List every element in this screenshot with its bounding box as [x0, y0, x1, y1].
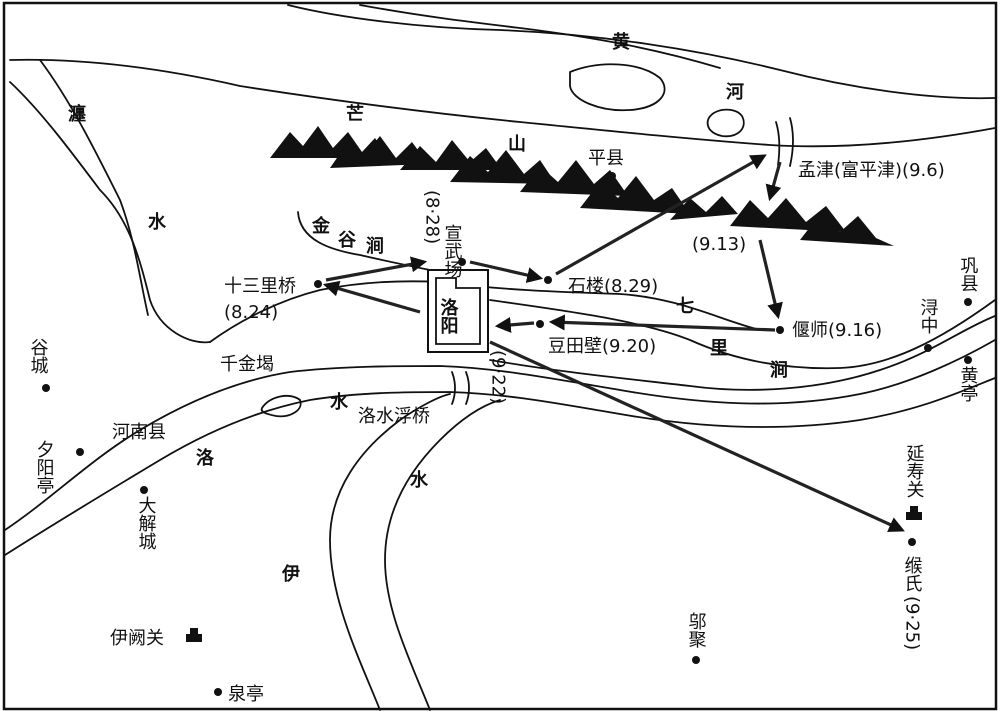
mang-mountain-label-1: 芒 [346, 103, 364, 125]
yi-river-label-1: 伊 [281, 563, 300, 585]
qili-stream-label-3: 涧 [770, 359, 788, 381]
luoyang-date-label: (9·22) [488, 350, 509, 404]
gongxian-label: 巩县 [958, 256, 979, 292]
dajiecheng-label: 大解城 [136, 496, 157, 550]
wuju-label: 邬聚 [686, 612, 707, 648]
yiqueguan-fort-icon [186, 628, 202, 642]
yanshouguan-label: 延寿关 [904, 444, 925, 498]
place-markers [42, 172, 972, 696]
shilou-label: 石楼(8.29) [568, 276, 658, 297]
mengjin-crossing-marks [775, 117, 794, 167]
yellow-river-label-1: 黄 [612, 31, 630, 53]
xiyangting-label: 夕阳亭 [34, 440, 55, 494]
pingxian-label: 平县 [588, 148, 624, 169]
xunzhong-label: 浔中 [918, 298, 939, 334]
yanshi-label: 偃师(9.16) [792, 320, 882, 341]
mengjin-label: 孟津(富平津)(9.6) [798, 160, 945, 181]
qili-stream-lower [489, 315, 996, 391]
pass-markers [186, 506, 922, 642]
shisanliqiao-date-label: (8.24) [224, 302, 278, 323]
shisanliqiao-label: 十三里桥 [224, 276, 296, 297]
chan-river-label-1: 瀍 [68, 103, 86, 125]
jingu-stream-label-3: 涧 [366, 235, 384, 257]
luo-river-label-2: 水 [330, 391, 349, 413]
luoshuifuqiao-label: 洛水浮桥 [358, 406, 430, 427]
yiqueguan-label: 伊阙关 [110, 628, 164, 649]
qili-stream-label-2: 里 [710, 338, 728, 359]
qili-stream [489, 299, 996, 370]
qianjinye-label: 千金堨 [220, 354, 274, 375]
yi-river-label-2: 水 [410, 469, 429, 491]
chan-river-label-2: 水 [148, 211, 167, 233]
campaign-routes [322, 154, 905, 532]
jingu-stream-label-1: 金 [311, 215, 331, 237]
doutianbi-label: 豆田壁(9.20) [548, 336, 656, 357]
yi-river [329, 393, 501, 711]
luo-bridge-marks [451, 371, 470, 405]
chan-river [9, 81, 211, 344]
luoyang-label: 洛阳 [438, 297, 459, 335]
qili-stream-label-1: 七 [676, 296, 694, 317]
date-913-label: (9.13) [692, 234, 746, 255]
henanxian-label: 河南县 [112, 422, 166, 443]
goushi-label: 缑氏 [902, 556, 923, 592]
xuanwuchang-date-label: (8·28) [422, 190, 443, 244]
quanting-label: 泉亭 [228, 684, 264, 705]
luo-river [4, 339, 996, 556]
huangting-label: 黄亭 [958, 366, 979, 402]
yellow-river [9, 4, 996, 148]
luo-river-label-1: 洛 [196, 447, 215, 469]
mang-mountains [270, 126, 894, 246]
chan-river-west [39, 59, 149, 316]
yanshouguan-fort-icon [906, 506, 922, 520]
luoyang-city [427, 269, 489, 353]
xuanwuchang-label: 宣武场 [442, 224, 463, 278]
mang-mountain-label-2: 山 [508, 134, 526, 155]
goushi-date-label: (9·25) [902, 596, 923, 650]
yellow-river-label-2: 河 [726, 82, 744, 103]
jingu-stream-label-2: 谷 [338, 230, 357, 251]
gucheng-label: 谷城 [28, 338, 49, 374]
